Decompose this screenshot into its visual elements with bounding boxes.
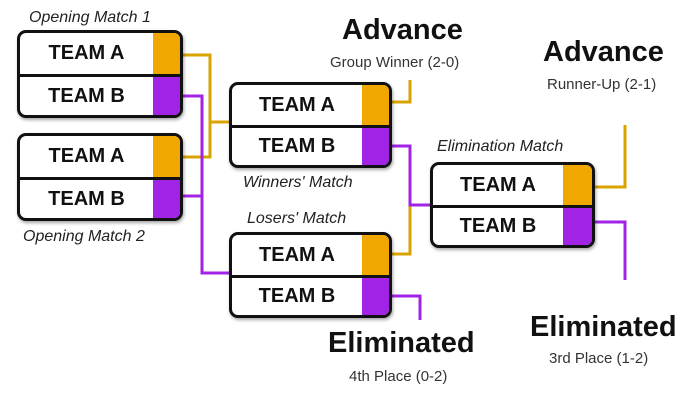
winners-match: TEAM A TEAM B — [229, 82, 392, 168]
team-name: TEAM A — [232, 235, 365, 275]
team-name: TEAM A — [433, 165, 566, 205]
team-a-color-swatch — [362, 235, 389, 275]
team-name: TEAM A — [232, 85, 365, 125]
team-name: TEAM B — [232, 128, 365, 165]
team-b-color-swatch — [362, 128, 389, 165]
advance-runnerup-subtitle: Runner-Up (2-1) — [547, 76, 657, 93]
wire-opening1-winner — [182, 53, 231, 124]
team-name: TEAM B — [232, 278, 365, 315]
opening-match-1-row-b: TEAM B — [20, 74, 180, 115]
team-b-color-swatch — [362, 278, 389, 315]
losers-match-label: Losers' Match — [247, 210, 347, 227]
opening-match-2-row-b: TEAM B — [20, 177, 180, 218]
losers-match: TEAM A TEAM B — [229, 232, 392, 318]
wire-losers-eliminated — [390, 294, 422, 320]
team-name: TEAM A — [20, 136, 156, 177]
team-b-color-swatch — [153, 180, 180, 218]
wire-opening1-loser — [182, 94, 231, 275]
team-a-color-swatch — [153, 33, 180, 74]
wire-opening2-winner — [182, 122, 212, 159]
advance-winner-title: Advance — [342, 14, 463, 46]
team-a-color-swatch — [153, 136, 180, 177]
team-a-color-swatch — [563, 165, 592, 205]
team-name: TEAM B — [20, 77, 156, 115]
elimination-match: TEAM A TEAM B — [430, 162, 595, 248]
team-b-color-swatch — [563, 208, 592, 245]
team-a-color-swatch — [362, 85, 389, 125]
eliminated-fourth-title: Eliminated — [328, 327, 475, 359]
opening-match-1: TEAM A TEAM B — [17, 30, 183, 118]
winners-match-label: Winners' Match — [243, 174, 353, 191]
elimination-match-row-b: TEAM B — [433, 205, 592, 245]
wire-winners-advance — [390, 80, 412, 104]
eliminated-fourth-subtitle: 4th Place (0-2) — [349, 368, 448, 385]
winners-match-row-b: TEAM B — [232, 125, 389, 165]
wire-elimination-advance — [593, 125, 627, 189]
wire-losers-winner — [390, 203, 432, 256]
team-name: TEAM A — [20, 33, 156, 74]
team-name: TEAM B — [20, 180, 156, 218]
wire-winners-loser — [390, 144, 432, 207]
opening-match-1-row-a: TEAM A — [20, 33, 180, 74]
advance-runnerup-title: Advance — [543, 36, 664, 68]
opening-match-1-label: Opening Match 1 — [29, 9, 151, 26]
eliminated-third-title: Eliminated — [530, 311, 677, 343]
opening-match-2: TEAM A TEAM B — [17, 133, 183, 221]
wire-elimination-eliminated — [593, 220, 627, 280]
opening-match-2-row-a: TEAM A — [20, 136, 180, 177]
team-name: TEAM B — [433, 208, 566, 245]
losers-match-row-a: TEAM A — [232, 235, 389, 275]
losers-match-row-b: TEAM B — [232, 275, 389, 315]
team-b-color-swatch — [153, 77, 180, 115]
winners-match-row-a: TEAM A — [232, 85, 389, 125]
eliminated-third-subtitle: 3rd Place (1-2) — [549, 350, 649, 367]
opening-match-2-label: Opening Match 2 — [23, 228, 145, 245]
elimination-match-label: Elimination Match — [437, 138, 564, 155]
advance-winner-subtitle: Group Winner (2-0) — [330, 54, 460, 71]
elimination-match-row-a: TEAM A — [433, 165, 592, 205]
